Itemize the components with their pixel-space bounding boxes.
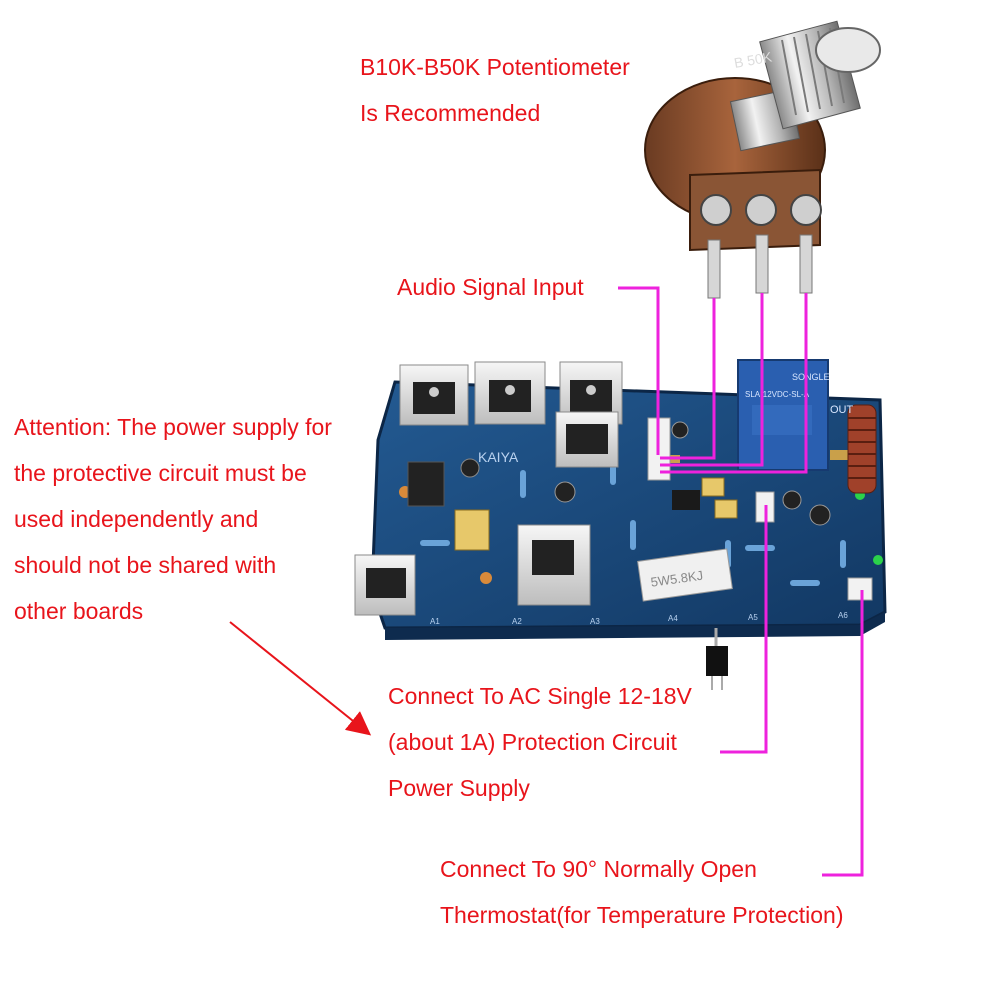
pot-screw-1 (700, 194, 732, 226)
label-line: Connect To AC Single 12-18V (388, 683, 692, 709)
power-resistor: 5W5.8KJ (637, 548, 733, 602)
audio-input-label: Audio Signal Input (397, 264, 584, 310)
label-line: Audio Signal Input (397, 274, 584, 300)
pot-screw-2 (745, 194, 777, 226)
potentiometer-label: B10K-B50K Potentiometer Is Recommended (360, 44, 630, 136)
pot-leg-2 (755, 234, 769, 294)
label-line: other boards (14, 598, 144, 624)
heatsink-1 (399, 364, 469, 426)
relay: SONGLE SLA-12VDC-SL-A (737, 359, 830, 471)
audio-input-leader (618, 286, 660, 455)
thermostat-label: Connect To 90° Normally Open Thermostat(… (440, 846, 844, 938)
label-line: Connect To 90° Normally Open (440, 856, 757, 882)
heatsink-4 (555, 411, 619, 468)
potentiometer: B 50K (644, 20, 881, 299)
pcb-edge (385, 612, 885, 640)
silkscreen-brand: KAIYA (478, 449, 519, 465)
label-line: Thermostat(for Temperature Protection) (440, 902, 844, 928)
label-line: Power Supply (388, 775, 530, 801)
heatsinks (354, 361, 623, 616)
label-line: B10K-B50K Potentiometer (360, 54, 630, 80)
heatsink-5 (517, 524, 591, 606)
relay-model: SLA-12VDC-SL-A (745, 390, 810, 399)
thermostat-leader (822, 590, 864, 877)
sink-label-a5: A5 (748, 613, 758, 622)
attention-note: Attention: The power supply for the prot… (14, 404, 332, 634)
sink-label-a1: A1 (430, 617, 440, 626)
pot-marking: B 50K (733, 48, 774, 70)
heatsink-2 (474, 361, 546, 425)
label-line: Is Recommended (360, 100, 541, 126)
label-line: the protective circuit must be (14, 460, 307, 486)
output-inductor (847, 404, 877, 494)
sink-label-a3: A3 (590, 617, 600, 626)
label-line: Attention: The power supply for (14, 414, 332, 440)
pot-leg-3 (799, 234, 813, 294)
pcb-components (399, 421, 883, 586)
pot-wire-3 (660, 293, 808, 474)
ac-power-leader (720, 505, 768, 754)
pot-screw-3 (790, 194, 822, 226)
sink-label-a2: A2 (512, 617, 522, 626)
protection-power-label: Connect To AC Single 12-18V (about 1A) P… (388, 673, 692, 811)
heatsink-6 (354, 554, 416, 616)
relay-marking: SONGLE (792, 372, 830, 382)
thermostat-connector (847, 577, 873, 601)
hanging-transistor (706, 628, 728, 690)
amplifier-board: 5W5.8KJ SONGLE SLA-12VDC-SL-A OUT KAIYA (354, 359, 887, 690)
pot-wire-2 (660, 293, 764, 467)
attention-arrow (229, 621, 372, 736)
out-marking: OUT (830, 404, 854, 416)
heatsink-7 (407, 461, 445, 507)
leader-lines (618, 286, 864, 877)
pot-leg-1 (707, 239, 721, 299)
sink-label-a4: A4 (668, 614, 678, 623)
label-line: used independently and (14, 506, 259, 532)
resistor-marking: 5W5.8KJ (650, 568, 704, 590)
label-line: should not be shared with (14, 552, 277, 578)
shaft-end (815, 27, 881, 73)
sink-label-a6: A6 (838, 611, 848, 620)
pot-wire-1 (660, 298, 716, 460)
label-line: (about 1A) Protection Circuit (388, 729, 677, 755)
